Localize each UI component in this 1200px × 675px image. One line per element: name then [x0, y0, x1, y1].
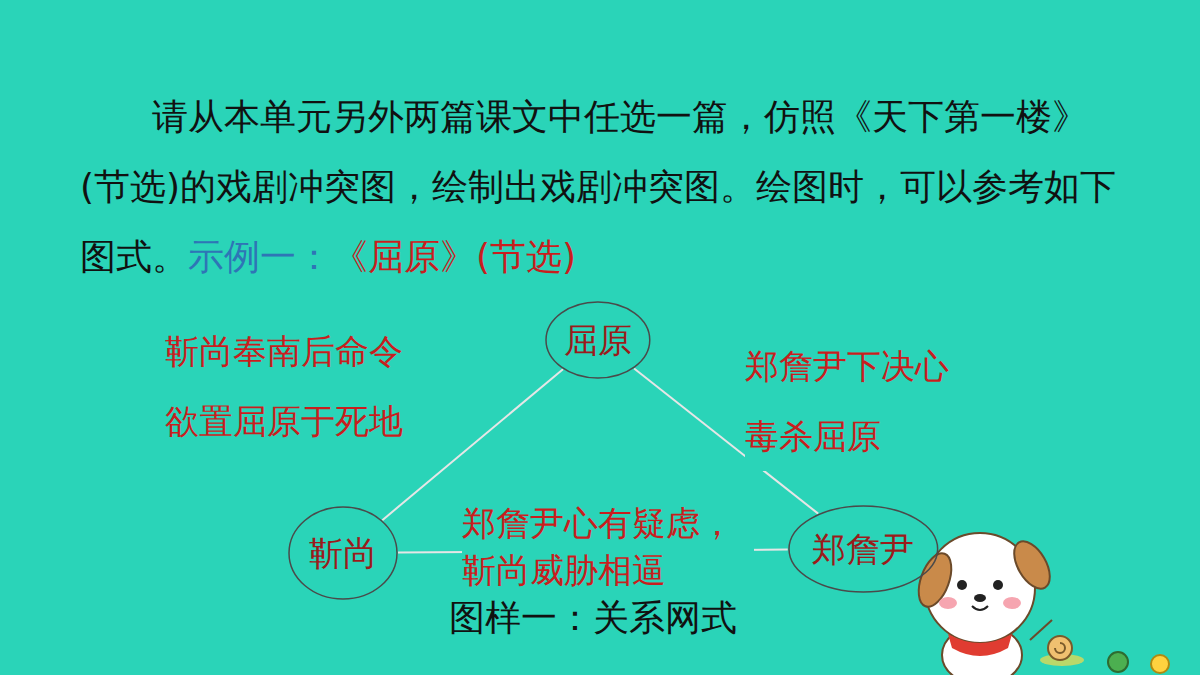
character-name: 靳尚 [309, 533, 377, 574]
conflict-label: 靳尚奉南后命令 欲置屈原于死地 [165, 316, 423, 456]
dog-illustration [912, 533, 1057, 675]
ellipse-shape [289, 507, 397, 599]
character-ellipse: 屈原 [545, 301, 651, 379]
character-ellipse: 郑詹尹 [788, 505, 939, 593]
example-tag: 示例一： [188, 236, 332, 277]
ellipse-shape [789, 506, 938, 592]
character-name: 屈原 [564, 320, 632, 361]
example-title: 《屈原》(节选) [332, 236, 576, 277]
character-ellipse: 靳尚 [288, 506, 398, 600]
snail [1040, 636, 1084, 666]
conflict-label: 郑詹尹心有疑虑， 靳尚威胁相逼 [462, 500, 754, 594]
figure-caption: 图样一：关系网式 [0, 596, 1185, 639]
instruction-paragraph: 请从本单元另外两篇课文中任选一篇，仿照《天下第一楼》(节选)的戏剧冲突图，绘制出… [80, 82, 1125, 292]
ellipse-shape [546, 302, 650, 378]
conflict-label: 郑詹尹下决心 毒杀屈原 [745, 331, 969, 471]
character-name: 郑詹尹 [812, 529, 914, 570]
small-toys [1108, 652, 1169, 673]
